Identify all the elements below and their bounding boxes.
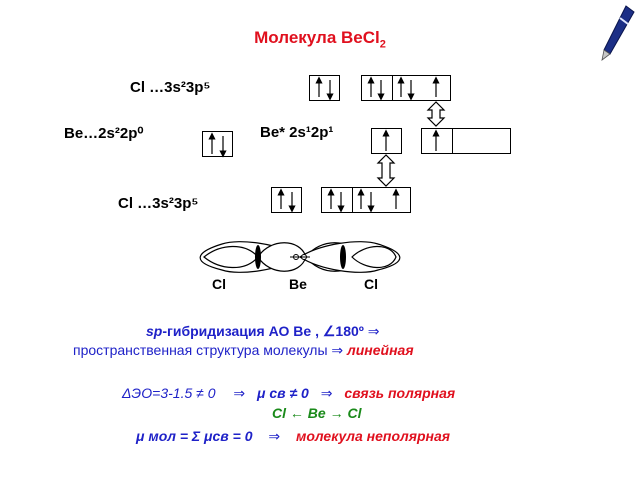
atom-cl-left: Cl bbox=[212, 276, 226, 292]
hybridization-line: sp-гибридизация АО Be , ∠180º ⇒ bbox=[146, 323, 380, 339]
cl-bottom-s-box bbox=[271, 187, 302, 213]
structure-line: пространственная структура молекулы ⇒ ли… bbox=[73, 342, 414, 358]
atom-cl-right: Cl bbox=[364, 276, 378, 292]
atom-be: Be bbox=[289, 276, 307, 292]
molecule-orbitals bbox=[199, 241, 401, 273]
cl-left-node bbox=[255, 245, 261, 269]
be-ground-config: Be…2s²2p⁰ bbox=[64, 125, 144, 142]
cl-top-config: Cl …3s²3p⁵ bbox=[130, 79, 211, 96]
cl-top-s-box bbox=[309, 75, 340, 101]
be-ground-s-box bbox=[202, 131, 233, 157]
moment-line: μ мол = Σ μсв = 0 ⇒ молекула неполярная bbox=[136, 428, 450, 444]
cl-bottom-config: Cl …3s²3p⁵ bbox=[118, 195, 199, 212]
angle-icon: ∠ bbox=[322, 323, 336, 339]
page-title: Молекула BeCl2 bbox=[254, 28, 386, 51]
be-excited-config: Be* 2s¹2p¹ bbox=[260, 124, 334, 141]
electronegativity-line: ΔЭО=3-1.5 ≠ 0 ⇒ μ св ≠ 0 ⇒ связь полярна… bbox=[122, 385, 456, 401]
dipole-line: Cl ← Be → Cl bbox=[272, 405, 362, 421]
overlap-connector bbox=[376, 101, 446, 187]
cl-right-node bbox=[340, 245, 346, 269]
